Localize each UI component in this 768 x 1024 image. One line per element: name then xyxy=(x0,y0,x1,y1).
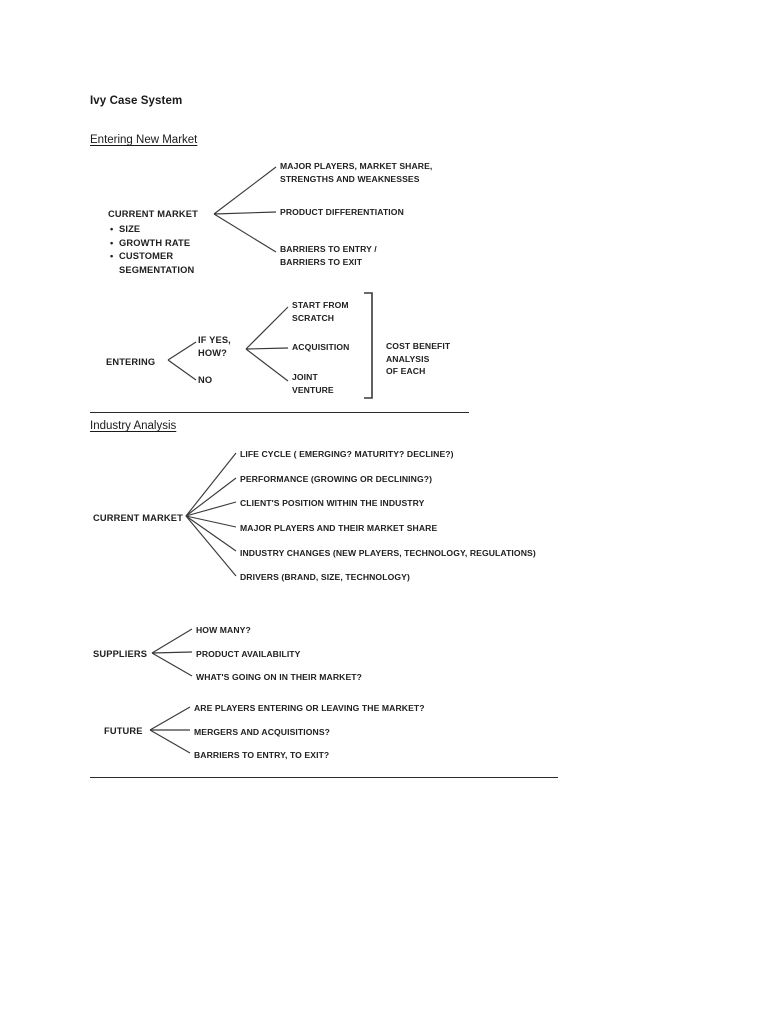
leaf-line-2: BARRIERS TO EXIT xyxy=(280,256,363,267)
leaf-line-1: BARRIERS TO ENTRY / xyxy=(280,244,377,254)
node-line-1: IF YES, xyxy=(198,335,231,345)
diagram-future: FUTURE ARE PLAYERS ENTERING OR LEAVING T… xyxy=(104,703,425,760)
node-if-yes-how: IF YES, HOW? xyxy=(198,334,231,359)
node-future: FUTURE xyxy=(104,726,143,736)
diagram-lines-current-market xyxy=(213,166,277,253)
cost-line-1: COST BENEFIT xyxy=(386,341,451,351)
leaf-clients-position: CLIENT'S POSITION WITHIN THE INDUSTRY xyxy=(240,498,425,508)
diagram-lines-future xyxy=(149,706,191,754)
leaf-major-players-market-share-industry: MAJOR PLAYERS AND THEIR MARKET SHARE xyxy=(240,523,438,533)
bullet-growth-rate: GROWTH RATE xyxy=(110,237,194,251)
leaf-joint-venture: JOINT VENTURE xyxy=(292,371,334,396)
node-current-market-industry: CURRENT MARKET xyxy=(93,513,183,523)
leaf-major-players-market-share: MAJOR PLAYERS, MARKET SHARE, STRENGTHS A… xyxy=(280,160,432,185)
diagram-entering: ENTERING IF YES, HOW? NO START FROM SCRA… xyxy=(0,0,768,410)
leaf-line-1: START FROM xyxy=(292,300,349,310)
leaf-barriers-to-entry-to-exit: BARRIERS TO ENTRY, TO EXIT? xyxy=(194,750,330,760)
diagram-lines-suppliers xyxy=(151,628,193,677)
section-heading-entering-new-market: Entering New Market xyxy=(90,134,198,146)
leaf-performance: PERFORMANCE (GROWING OR DECLINING?) xyxy=(240,474,433,484)
diagram-suppliers: SUPPLIERS HOW MANY? PRODUCT AVAILABILITY… xyxy=(93,625,362,682)
leaf-barriers-to-entry-exit: BARRIERS TO ENTRY / BARRIERS TO EXIT xyxy=(280,243,377,268)
leaf-life-cycle: LIFE CYCLE ( EMERGING? MATURITY? DECLINE… xyxy=(240,449,454,459)
leaf-line-1: JOINT xyxy=(292,372,318,382)
bullet-size: SIZE xyxy=(110,223,194,237)
node-line-2: HOW? xyxy=(198,347,227,358)
leaf-product-differentiation: PRODUCT DIFFERENTIATION xyxy=(280,207,404,217)
bullet-segmentation-continued: SEGMENTATION xyxy=(119,264,195,275)
diagram-current-market-entering: CURRENT MARKET SIZE GROWTH RATE CUSTOMER… xyxy=(0,0,768,290)
leaf-line-1: MAJOR PLAYERS, MARKET SHARE, xyxy=(280,161,433,171)
leaf-are-players-entering-or-leaving: ARE PLAYERS ENTERING OR LEAVING THE MARK… xyxy=(194,703,425,713)
leaf-line-2: VENTURE xyxy=(292,384,334,395)
bullet-customer: CUSTOMER xyxy=(110,250,194,264)
cost-line-2: ANALYSIS xyxy=(386,353,430,364)
leaf-start-from-scratch: START FROM SCRATCH xyxy=(292,299,349,324)
diagram-current-market-industry: CURRENT MARKET LIFE CYCLE ( EMERGING? MA… xyxy=(93,449,536,582)
leaf-mergers-and-acquisitions: MERGERS AND ACQUISITIONS? xyxy=(194,727,331,737)
node-current-market: CURRENT MARKET xyxy=(108,209,198,219)
leaf-how-many: HOW MANY? xyxy=(196,625,251,635)
leaf-industry-changes: INDUSTRY CHANGES (NEW PLAYERS, TECHNOLOG… xyxy=(240,548,536,558)
leaf-drivers: DRIVERS (BRAND, SIZE, TECHNOLOGY) xyxy=(240,572,410,582)
node-no: NO xyxy=(198,375,213,385)
cost-line-3: OF EACH xyxy=(386,366,426,376)
diagram-lines-entering xyxy=(167,292,373,399)
page-title: Ivy Case System xyxy=(90,95,183,107)
leaf-line-2: STRENGTHS AND WEAKNESSES xyxy=(280,173,420,184)
leaf-whats-going-on-in-their-market: WHAT'S GOING ON IN THEIR MARKET? xyxy=(196,672,362,682)
section-divider-bottom xyxy=(90,777,558,778)
current-market-bullet-list: SIZE GROWTH RATE CUSTOMER SEGMENTATION xyxy=(110,223,194,277)
node-entering: ENTERING xyxy=(106,357,156,367)
section-divider-top xyxy=(90,412,469,413)
label-cost-benefit-analysis-of-each: COST BENEFIT ANALYSIS OF EACH xyxy=(386,340,450,378)
section-heading-industry-analysis: Industry Analysis xyxy=(90,420,177,432)
leaf-line-2: SCRATCH xyxy=(292,312,335,323)
node-suppliers: SUPPLIERS xyxy=(93,649,148,659)
diagram-lines-industry-market xyxy=(185,452,237,577)
leaf-acquisition: ACQUISITION xyxy=(292,342,350,352)
leaf-product-availability: PRODUCT AVAILABILITY xyxy=(196,649,301,659)
